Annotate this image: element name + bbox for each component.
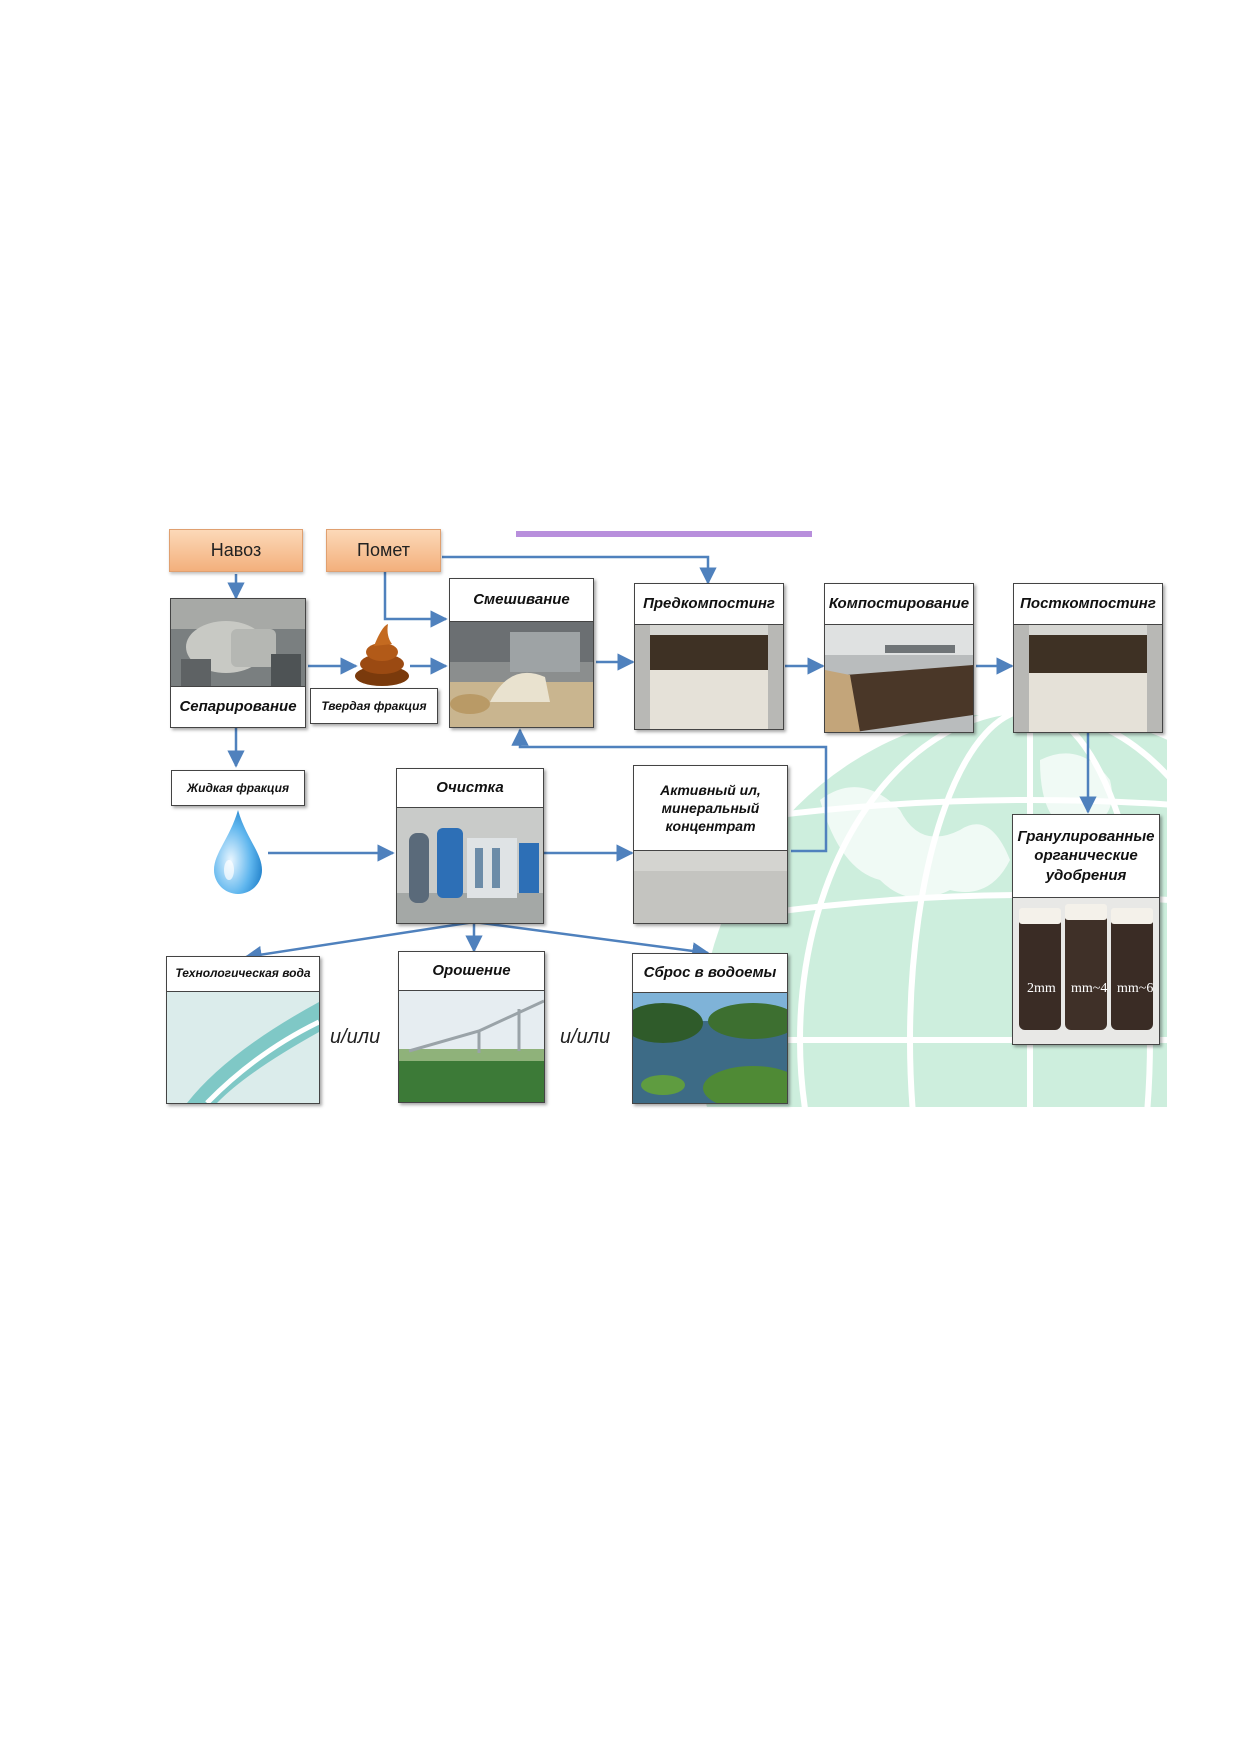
irrigation-photo: [399, 991, 544, 1102]
sludge-label: Активный ил, минеральный концентрат: [634, 766, 787, 851]
irrigation-step: Орошение: [398, 951, 545, 1103]
liquid-fraction-label: Жидкая фракция: [186, 781, 290, 795]
separator-photo: [171, 599, 305, 687]
cleaning-label: Очистка: [397, 769, 543, 808]
solid-fraction-label: Твердая фракция: [321, 699, 427, 713]
and-or-connector-1: и/или: [330, 1026, 381, 1048]
accent-bar: [516, 531, 812, 537]
granulated-label: Гранулированные органические удобрения: [1013, 815, 1159, 898]
precomposting-label: Предкомпостинг: [635, 584, 783, 625]
jar-label-2: mm~4: [1071, 981, 1108, 996]
sludge-photo: [634, 851, 787, 923]
solid-fraction-box: Твердая фракция: [310, 688, 438, 724]
discharge-step: Сброс в водоемы: [632, 953, 788, 1104]
solid-fraction-icon: [355, 624, 409, 686]
fertilizer-jars-photo: [1013, 898, 1159, 1044]
composting-step: Компостирование: [824, 583, 974, 733]
postcomposting-step: Посткомпостинг: [1013, 583, 1163, 733]
discharge-label: Сброс в водоемы: [633, 954, 787, 993]
jar-label-3: mm~6: [1117, 981, 1154, 996]
postcomposting-label: Посткомпостинг: [1014, 584, 1162, 625]
separation-step: Сепарирование: [170, 598, 306, 728]
and-or-connector-2: и/или: [560, 1026, 611, 1048]
droppings-label: Помет: [357, 540, 410, 560]
droppings-source: Помет: [326, 529, 441, 572]
process-water-step: Технологическая вода: [166, 956, 320, 1104]
process-water-photo: [167, 992, 319, 1103]
liquid-fraction-box: Жидкая фракция: [171, 770, 305, 806]
treatment-plant-photo: [397, 808, 543, 923]
mixing-photo: [450, 622, 593, 727]
discharge-photo: [633, 993, 787, 1103]
jar-label-1: 2mm: [1027, 981, 1056, 996]
process-water-label: Технологическая вода: [167, 957, 319, 992]
water-drop-icon: [214, 810, 262, 894]
sludge-step: Активный ил, минеральный концентрат: [633, 765, 788, 924]
manure-source: Навоз: [169, 529, 303, 572]
cleaning-step: Очистка: [396, 768, 544, 924]
separation-label: Сепарирование: [171, 686, 305, 727]
postcomposting-photo: [1014, 625, 1162, 732]
composting-photo: [825, 625, 973, 732]
granulated-fertilizer-step: Гранулированные органические удобрения 2…: [1012, 814, 1160, 1045]
mixing-step: Смешивание: [449, 578, 594, 728]
manure-label: Навоз: [210, 540, 262, 560]
precomposting-photo: [635, 625, 783, 729]
irrigation-label: Орошение: [399, 952, 544, 991]
precomposting-step: Предкомпостинг: [634, 583, 784, 730]
composting-label: Компостирование: [825, 584, 973, 625]
mixing-label: Смешивание: [450, 579, 593, 622]
